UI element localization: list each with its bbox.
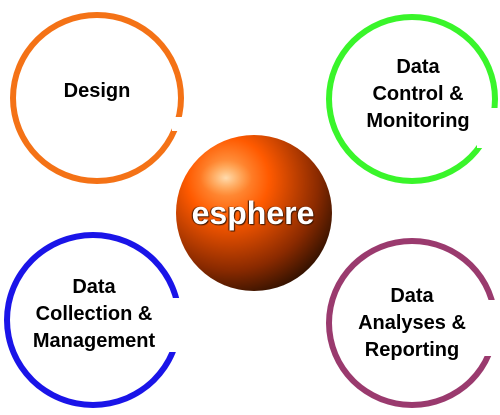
collection-label-line-3: Management (32, 330, 156, 352)
analyses-label-line-1: Data (390, 285, 434, 307)
collection-ring-gap (168, 298, 182, 352)
design-ring (10, 12, 184, 184)
control-label-line-1: Data (396, 56, 440, 78)
analyses-ring-gap (482, 300, 500, 356)
control-label-line-3: Monitoring (366, 110, 470, 132)
control-ring-gap (477, 108, 500, 148)
collection-label-line-2: Collection & (35, 303, 153, 325)
analyses-label: Data Analyses & Reporting (330, 283, 494, 364)
collection-label-line-1: Data (72, 276, 116, 298)
analyses-label-line-3: Reporting (364, 339, 460, 361)
sphere-highlight (200, 160, 252, 196)
control-label: Data Control & Monitoring (338, 54, 498, 135)
control-ring (326, 14, 498, 184)
design-label: Design (22, 78, 172, 105)
design-ring-gap (172, 117, 184, 131)
center-label: esphere (191, 195, 315, 231)
control-label-line-2: Control & (372, 83, 464, 105)
collection-label: Data Collection & Management (6, 274, 182, 355)
analyses-label-line-2: Analyses & (358, 312, 466, 334)
analyses-ring (326, 238, 498, 408)
design-label-line: Design (63, 80, 131, 102)
sphere-body (176, 135, 332, 291)
